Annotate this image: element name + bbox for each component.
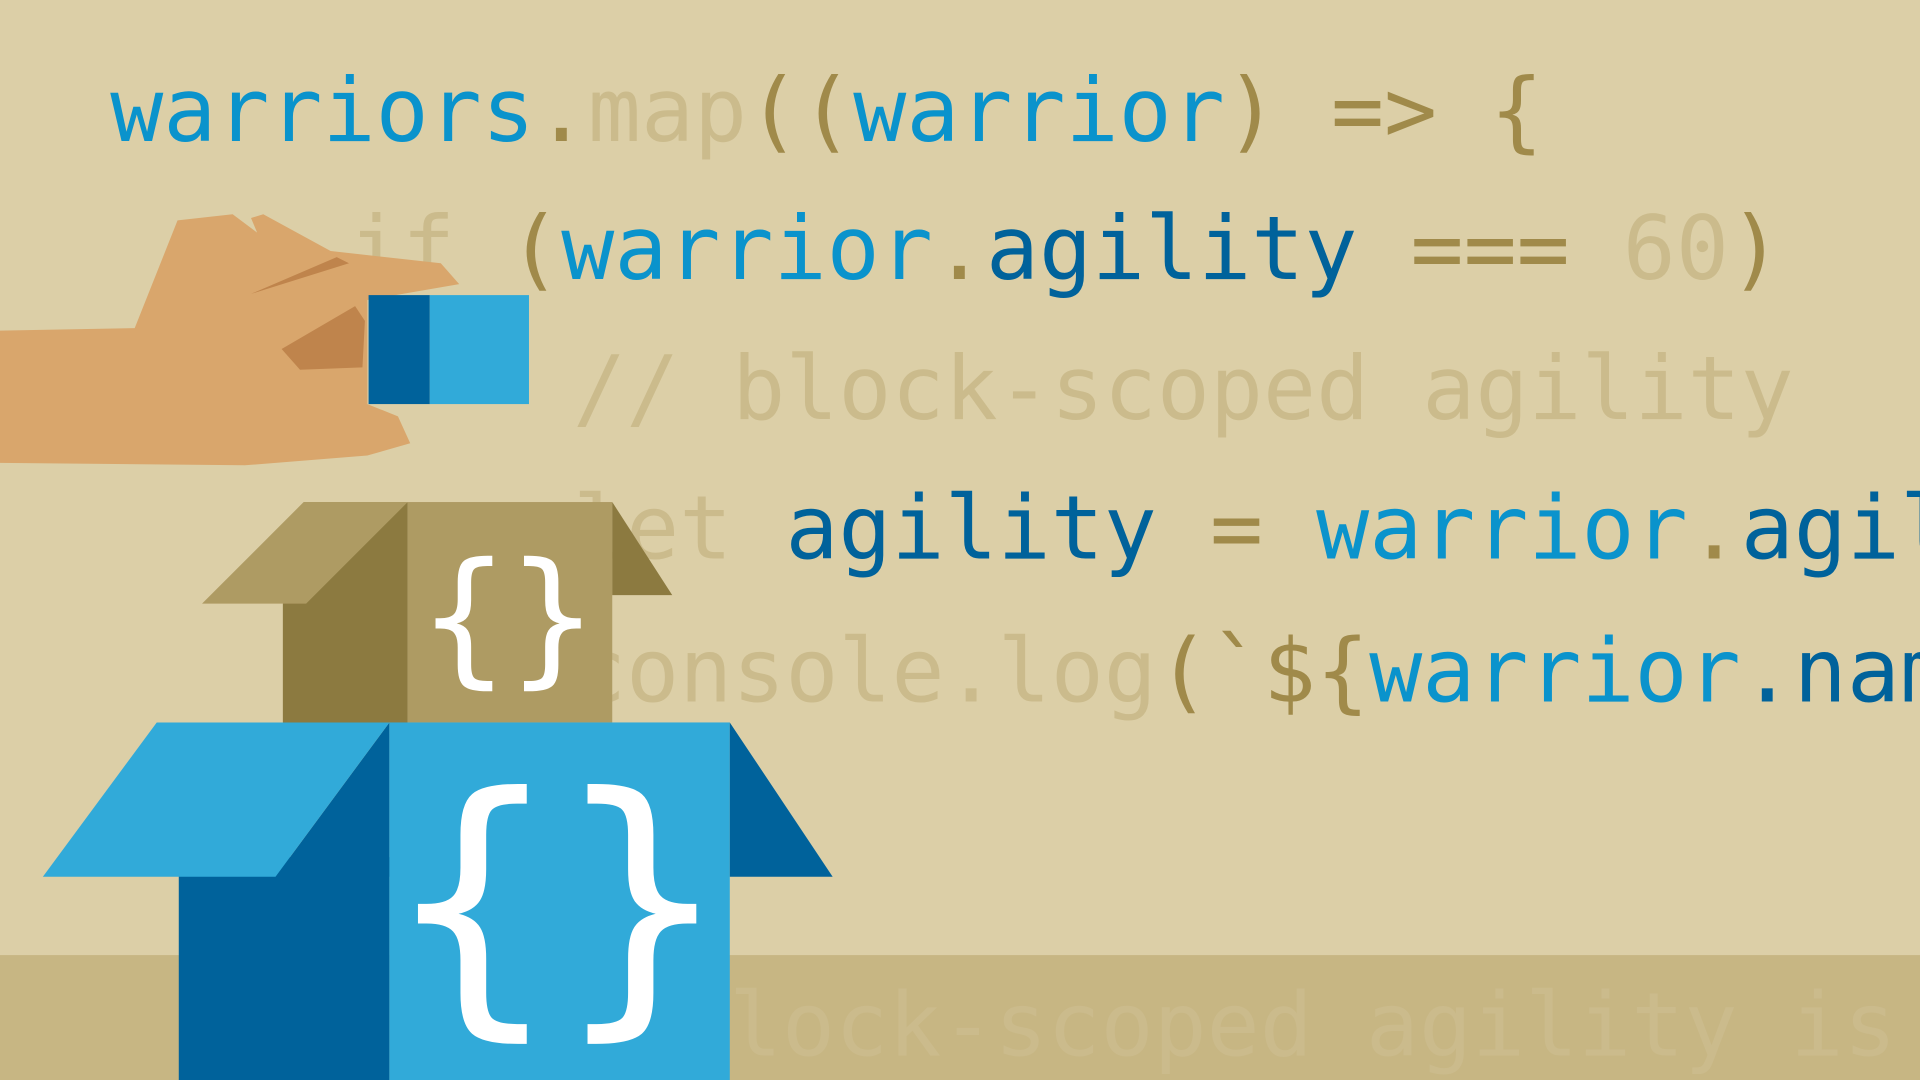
code-line-3: // block-scoped agility [573,337,1794,440]
small-box-braces-icon: {} [420,531,597,702]
code-token: = [1157,476,1316,579]
code-token: === [1357,197,1622,300]
code-token: warriors [110,59,535,162]
code-token: map [588,59,747,162]
code-line-5: console.log(`${warrior.name [573,620,1920,723]
code-token: agility [1741,476,1920,579]
code-token: (`${ [1157,620,1369,723]
block-piece [368,295,529,405]
code-token: ( [508,197,561,300]
hand-illustration [0,214,460,466]
code-snippet: warriors.map((warrior) => { if (warrior.… [110,59,1920,1077]
code-token: agility [785,476,1157,579]
code-token: . [1688,476,1741,579]
code-token: warrior [1369,620,1741,723]
code-token: ) [1729,197,1782,300]
large-box-braces-icon: {} [388,738,727,1065]
code-token: block-scoped agility is [676,974,1897,1077]
large-box: {} [42,722,833,1080]
code-token: . [535,59,588,162]
code-token: // block-scoped agility [573,337,1794,440]
code-token: . [933,197,986,300]
code-line-2: if (warrior.agility === 60) [349,197,1782,300]
code-token: (( [747,59,853,162]
code-token: console.log [573,620,1157,723]
code-token: warrior [853,59,1225,162]
code-line-6: block-scoped agility is [676,974,1897,1077]
code-token: 60 [1623,197,1729,300]
code-line-1: warriors.map((warrior) => { [110,59,1543,162]
code-line-4: let agility = warrior.agility [573,476,1920,579]
code-token: warrior [1316,476,1688,579]
code-token: .name [1741,620,1920,723]
code-token: warrior [561,197,933,300]
code-token: agility [986,197,1358,300]
small-box: {} [202,502,673,723]
code-token: ) => { [1225,59,1543,162]
